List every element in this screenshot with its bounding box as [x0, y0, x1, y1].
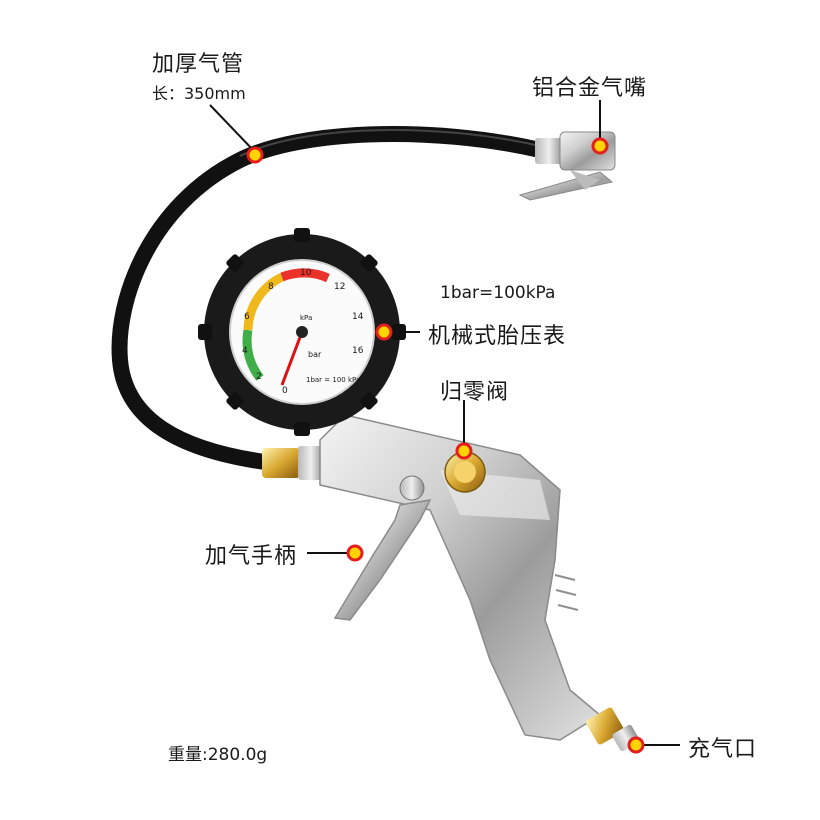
valve-label: 归零阀 [440, 380, 510, 405]
hose-fitting [262, 446, 324, 480]
gauge-tick-6: 6 [244, 312, 250, 322]
marker-trigger [346, 544, 364, 562]
hose [111, 126, 548, 470]
marker-gauge [375, 323, 393, 341]
pressure-gauge [198, 228, 406, 436]
reset-valve [444, 451, 486, 493]
gauge-unit-bar: bar [308, 350, 322, 359]
marker-inlet [627, 736, 645, 754]
gauge-tick-14: 14 [352, 312, 364, 322]
marker-valve [455, 442, 473, 460]
hose-length-label: 长：350mm [152, 84, 246, 103]
gauge-footer: 1bar = 100 kPa [306, 376, 361, 384]
gauge-tick-4: 4 [242, 346, 248, 356]
weight-label: 重量:280.0g [168, 745, 268, 765]
gauge-tick-10: 10 [300, 268, 312, 278]
marker-chuck [591, 137, 609, 155]
hose-label: 加厚气管 [152, 52, 245, 77]
inlet-label: 充气口 [688, 737, 758, 762]
marker-hose [246, 146, 264, 164]
gauge-tick-16: 16 [352, 346, 364, 356]
conversion-label: 1bar=100kPa [440, 283, 556, 303]
gauge-tick-2: 2 [256, 372, 262, 382]
gauge-unit-kpa: kPa [300, 314, 313, 322]
gauge-label: 机械式胎压表 [428, 324, 567, 349]
trigger-label: 加气手柄 [205, 544, 298, 569]
trigger [333, 499, 432, 621]
gauge-tick-0: 0 [282, 386, 288, 396]
gauge-tick-8: 8 [268, 282, 274, 292]
gauge-tick-12: 12 [334, 282, 346, 292]
chuck-label: 铝合金气嘴 [532, 76, 648, 101]
